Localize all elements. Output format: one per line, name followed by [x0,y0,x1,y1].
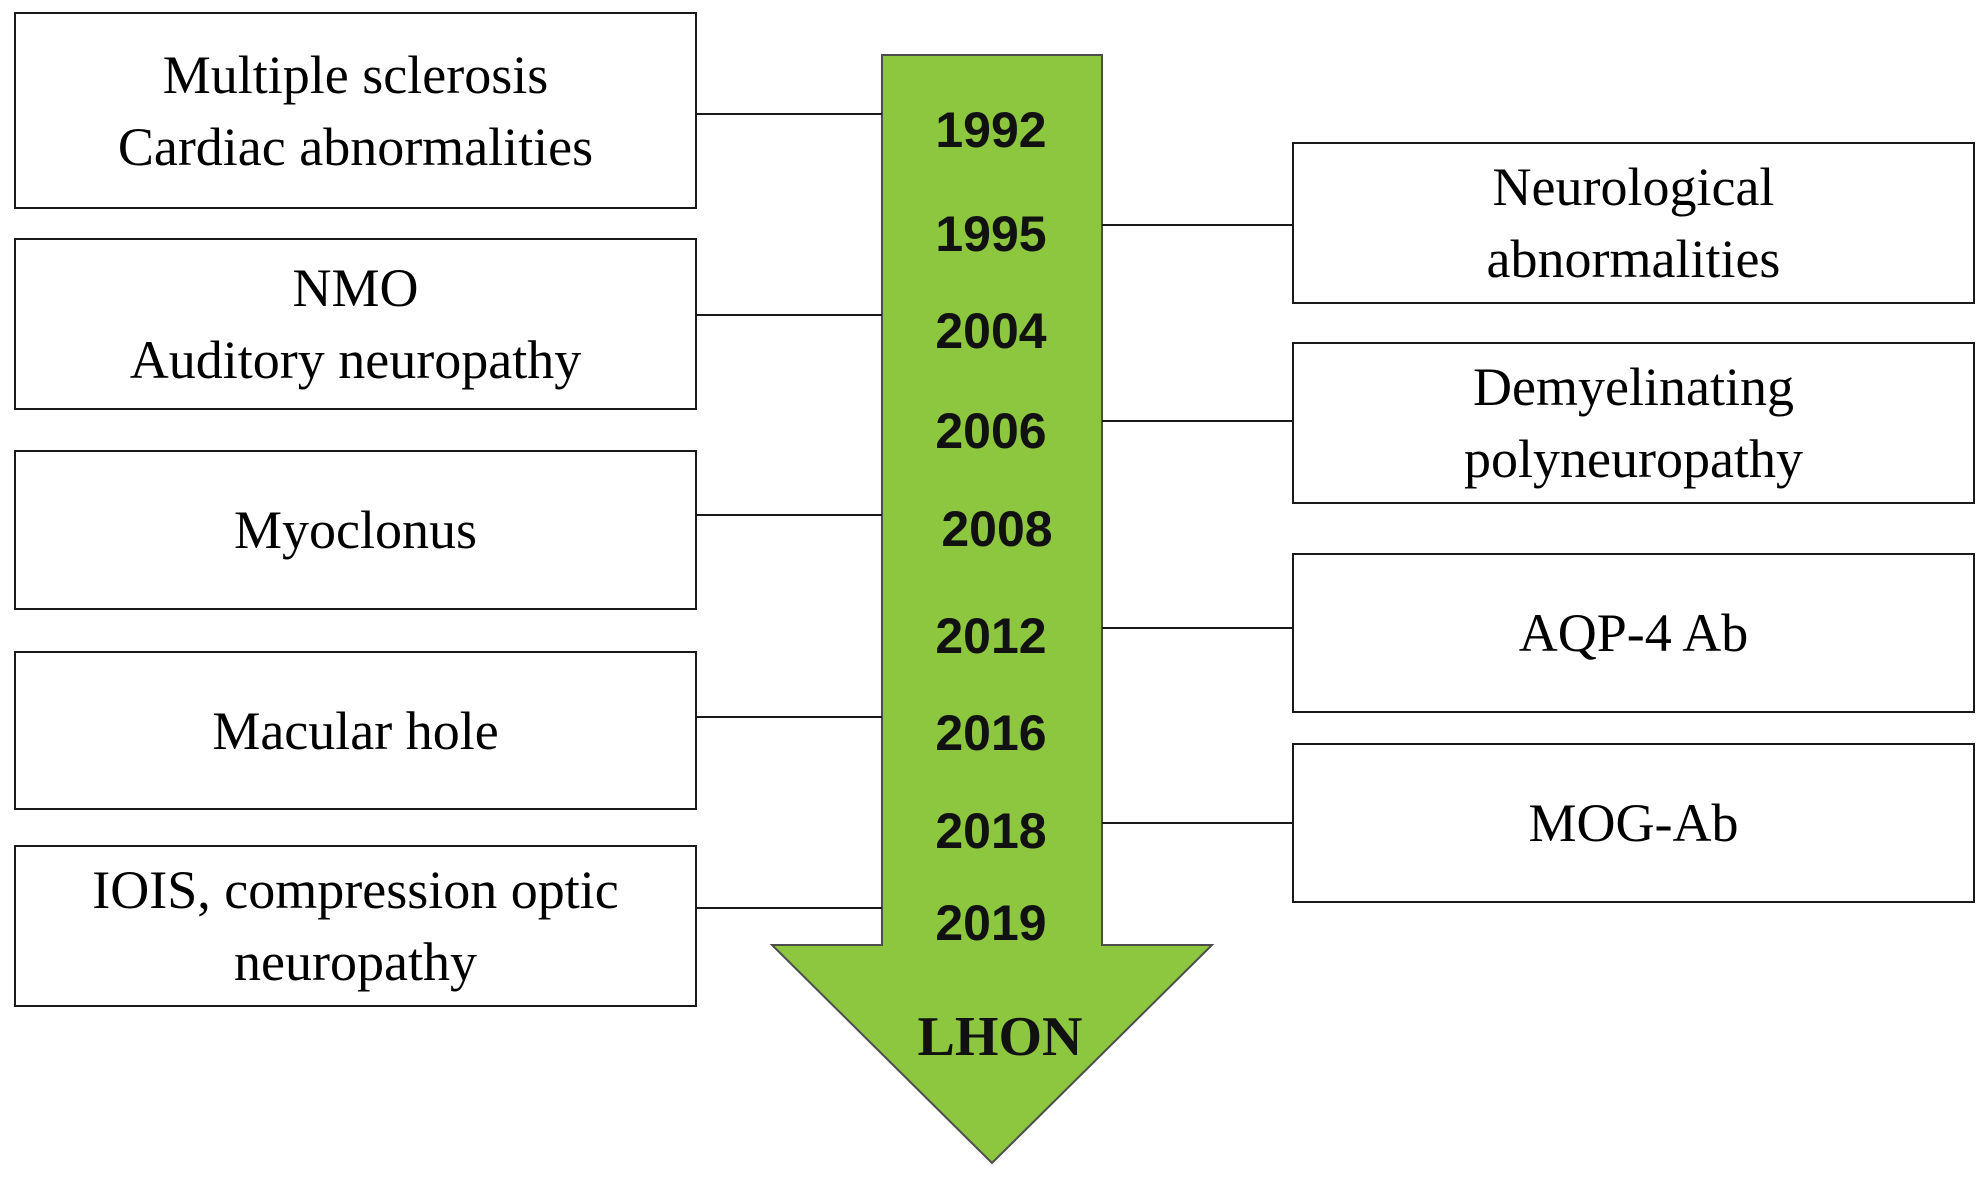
box-myoclonus: Myoclonus [14,450,697,610]
box-macular-hole: Macular hole [14,651,697,810]
box-line: Cardiac abnormalities [117,116,594,177]
year-label-2012: 2012 [935,608,1047,664]
year-label-1992: 1992 [935,102,1047,158]
year-label-2019: 2019 [935,895,1047,951]
box-mog-ab: MOG-Ab [1292,743,1975,903]
box-line: MOG-Ab [1528,793,1739,853]
box-line: AQP-4 Ab [1518,603,1749,663]
box-line: IOIS, compression optic [92,860,619,920]
box-line: Multiple sclerosis [162,44,549,105]
box-line: polyneuropathy [1464,429,1803,489]
lhon-label: LHON [917,1006,1083,1068]
year-label-2008: 2008 [941,501,1053,557]
box-line: neuropathy [234,932,477,992]
box-line: NMO [292,258,419,318]
timeline-arrow [769,54,1215,1165]
year-label-2018: 2018 [935,803,1047,859]
box-line: Auditory neuropathy [129,330,582,390]
box-line: Macular hole [212,700,499,761]
year-label-2006: 2006 [935,403,1047,459]
box-line: Neurological [1492,157,1775,217]
box-demyelinating-polyneuropathy: Demyelinating polyneuropathy [1292,342,1975,504]
year-label-1995: 1995 [935,206,1047,262]
box-line: Demyelinating [1473,357,1794,417]
box-multiple-sclerosis-cardiac: Multiple sclerosis Cardiac abnormalities [14,12,697,209]
box-line: Myoclonus [234,500,477,560]
box-nmo-auditory-neuropathy: NMO Auditory neuropathy [14,238,697,410]
box-neurological-abnormalities: Neurological abnormalities [1292,142,1975,304]
year-label-2004: 2004 [935,303,1047,359]
box-line: abnormalities [1486,229,1781,289]
year-label-2016: 2016 [935,705,1047,761]
box-aqp4-ab: AQP-4 Ab [1292,553,1975,713]
box-iois-compression-optic-neuropathy: IOIS, compression optic neuropathy [14,845,697,1007]
